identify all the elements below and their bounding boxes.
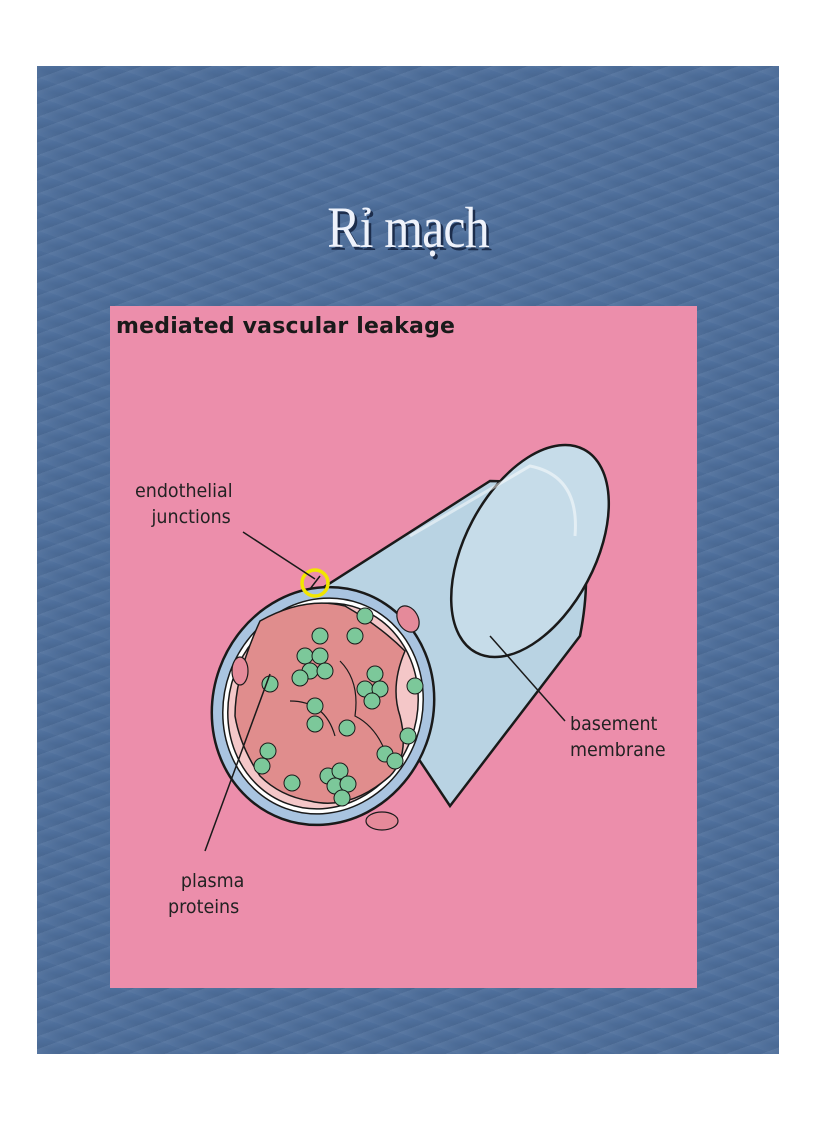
plasma-protein [311, 627, 329, 645]
nucleus [365, 811, 399, 831]
plasma-protein [399, 727, 417, 745]
plasma-protein [316, 662, 334, 680]
plasma-protein [306, 715, 324, 733]
label-line: membrane [570, 739, 666, 761]
plasma-protein [366, 665, 384, 683]
plasma-protein [333, 789, 351, 807]
plasma-protein [291, 669, 309, 687]
plasma-protein [363, 692, 381, 710]
plasma-protein [338, 719, 356, 737]
plasma-protein-group [253, 607, 424, 807]
label-line: basement [570, 713, 658, 735]
plasma-protein [259, 742, 277, 760]
label-plasma-proteins: plasma proteins [168, 868, 244, 920]
label-endothelial-junctions: endothelial junctions [135, 478, 233, 530]
plasma-protein [311, 647, 329, 665]
figure-title: mediated vascular leakage [116, 314, 456, 339]
plasma-protein [371, 680, 389, 698]
slide: Rỉ mạch mediated vascular leakage [37, 66, 779, 1054]
plasma-protein [386, 752, 404, 770]
plasma-protein [346, 627, 364, 645]
diagram-figure: mediated vascular leakage [110, 306, 697, 988]
nucleus [231, 656, 249, 686]
leader-line-plasma [204, 673, 271, 852]
plasma-protein [253, 757, 271, 775]
slide-title: Rỉ mạch [327, 195, 489, 260]
blood-vessel-illustration [204, 443, 611, 852]
leader-line-basement [489, 635, 566, 722]
plasma-protein [356, 607, 374, 625]
junction-highlight [300, 568, 330, 598]
label-line: plasma [180, 870, 245, 892]
label-line: proteins [168, 896, 240, 918]
plasma-protein [331, 762, 349, 780]
vessel-shading [409, 464, 577, 538]
nucleus [396, 605, 420, 633]
plasma-protein [296, 647, 314, 665]
leader-line-endothelial [242, 531, 316, 580]
label-line: junctions [151, 506, 231, 528]
plasma-protein [406, 677, 424, 695]
plasma-protein [283, 774, 301, 792]
label-line: endothelial [135, 480, 233, 502]
plasma-protein [306, 697, 324, 715]
label-basement-membrane: basement membrane [570, 711, 666, 763]
